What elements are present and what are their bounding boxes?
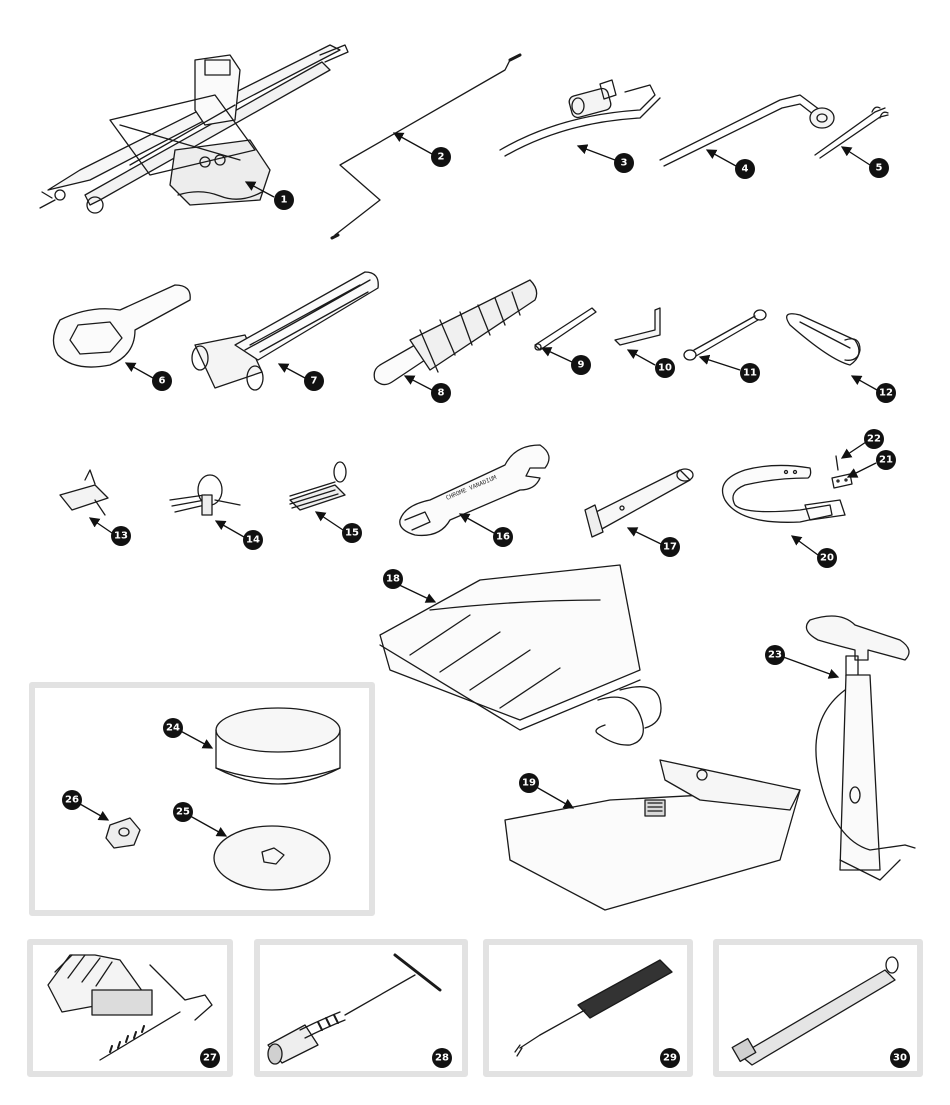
feeler-gauge	[289, 461, 347, 511]
callout-20: 20	[817, 548, 837, 568]
wheel-brace	[499, 79, 661, 157]
callout-27: 27	[200, 1048, 220, 1068]
callout-28: 28	[432, 1048, 452, 1068]
callout-1-label: 1	[281, 195, 288, 206]
callout-6: 6	[152, 371, 172, 391]
callout-15: 15	[342, 523, 362, 543]
callout-3-label: 3	[621, 158, 628, 169]
callout-16: 16	[493, 527, 513, 547]
callout-7: 7	[304, 371, 324, 391]
test-probe	[514, 959, 673, 1057]
spark-plug-wrench-panel	[254, 939, 468, 1077]
screw	[835, 455, 839, 471]
hub-nut-spanner	[52, 284, 191, 368]
tyre-pump	[805, 615, 916, 881]
strap	[721, 464, 846, 523]
callout-25-label: 25	[176, 807, 190, 818]
callout-24-label: 24	[166, 723, 180, 734]
key-ring-tools	[169, 474, 241, 516]
callout-9-label: 9	[578, 360, 585, 371]
callout-16-label: 16	[496, 532, 510, 543]
callout-30-label: 30	[893, 1053, 907, 1064]
callout-19: 19	[519, 773, 539, 793]
callout-5-label: 5	[876, 163, 883, 174]
tyre-pressure-gauge-panel	[713, 939, 923, 1077]
clip-plate	[831, 473, 853, 489]
angle-key	[614, 307, 661, 346]
callout-17-label: 17	[663, 542, 677, 553]
callout-26: 26	[62, 790, 82, 810]
wire-brush	[373, 279, 538, 386]
callout-18-label: 18	[386, 574, 400, 585]
callout-22-label: 22	[867, 434, 881, 445]
box-spanner	[584, 468, 694, 538]
hammer	[191, 271, 379, 391]
test-probe-panel	[483, 939, 693, 1077]
callout-3: 3	[614, 153, 634, 173]
callout-22: 22	[864, 429, 884, 449]
callout-6-label: 6	[159, 376, 166, 387]
seat-hardware-panel	[29, 682, 375, 916]
valve-tool	[59, 469, 109, 516]
callout-15-label: 15	[345, 528, 359, 539]
spark-plug-wrench	[267, 953, 442, 1065]
callout-23-label: 23	[768, 650, 782, 661]
callout-12: 12	[876, 383, 896, 403]
callout-23: 23	[765, 645, 785, 665]
callout-14-label: 14	[246, 535, 260, 546]
callout-7-label: 7	[311, 376, 318, 387]
callout-21: 21	[876, 450, 896, 470]
tow-loop	[786, 313, 861, 366]
callout-8: 8	[431, 383, 451, 403]
callout-18: 18	[383, 569, 403, 589]
callout-28-label: 28	[435, 1053, 449, 1064]
callout-11-label: 11	[743, 368, 757, 379]
scissor-jack	[39, 44, 349, 214]
callout-13: 13	[111, 526, 131, 546]
callout-12-label: 12	[879, 388, 893, 399]
tommy-bar	[534, 307, 597, 351]
callout-24: 24	[163, 718, 183, 738]
callout-1: 1	[274, 190, 294, 210]
callout-14: 14	[243, 530, 263, 550]
tommy-bars	[814, 106, 889, 159]
callout-9: 9	[571, 355, 591, 375]
tyre-pressure-gauge	[731, 956, 899, 1066]
callout-10-label: 10	[658, 363, 672, 374]
callout-5: 5	[869, 158, 889, 178]
callout-2-label: 2	[438, 152, 445, 163]
jack-crank-handle	[330, 53, 522, 240]
gap-gauge-brush-panel	[27, 939, 233, 1077]
washer-plate	[213, 825, 331, 891]
callout-20-label: 20	[820, 553, 834, 564]
rubber-block	[215, 707, 341, 785]
callout-27-label: 27	[203, 1053, 217, 1064]
callout-19-label: 19	[522, 778, 536, 789]
wheelnut-spanner	[659, 94, 835, 167]
callout-2: 2	[431, 147, 451, 167]
callout-25: 25	[173, 802, 193, 822]
callout-8-label: 8	[438, 388, 445, 399]
ring-spanner	[683, 309, 767, 361]
callout-17: 17	[660, 537, 680, 557]
tool-pouch	[504, 759, 801, 911]
callout-21-label: 21	[879, 455, 893, 466]
callout-29: 29	[660, 1048, 680, 1068]
nyloc-nut	[105, 817, 141, 849]
callout-badges: 1 2 3 4 5 6 7 8 9 10 11 12 13 14 15 16 1…	[62, 147, 910, 1068]
callout-11: 11	[740, 363, 760, 383]
callout-30: 30	[890, 1048, 910, 1068]
tool-roll	[379, 564, 662, 746]
callout-13-label: 13	[114, 531, 128, 542]
callout-4-label: 4	[742, 164, 749, 175]
callout-4: 4	[735, 159, 755, 179]
callout-10: 10	[655, 358, 675, 378]
callout-26-label: 26	[65, 795, 79, 806]
callout-29-label: 29	[663, 1053, 677, 1064]
gap-gauge-brush	[47, 954, 213, 1061]
